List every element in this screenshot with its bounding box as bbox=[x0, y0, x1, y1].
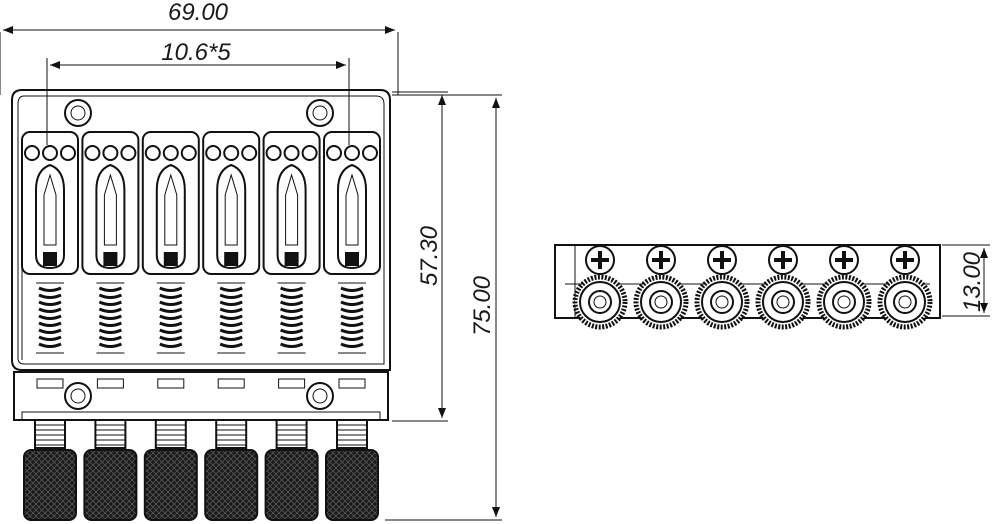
dim-string-spacing: 10.6*5 bbox=[46, 39, 350, 145]
dim-overall-height: 75.00 bbox=[385, 94, 502, 521]
dim-side-height: 13.00 bbox=[942, 244, 990, 317]
string-spacing-label: 10.6*5 bbox=[161, 39, 231, 66]
overall-width-label: 69.00 bbox=[168, 0, 229, 26]
dim-body-height: 57.30 bbox=[392, 91, 448, 422]
side-screw-5 bbox=[829, 245, 859, 275]
slot-2 bbox=[96, 378, 124, 389]
tuning-knob-2[interactable] bbox=[83, 419, 138, 521]
side-screw-2 bbox=[646, 245, 676, 275]
tuning-knob-1[interactable] bbox=[23, 419, 77, 521]
side-knob-4[interactable] bbox=[755, 274, 811, 330]
slot-6 bbox=[338, 378, 366, 389]
saddle-2 bbox=[81, 131, 140, 354]
overall-height-label: 75.00 bbox=[469, 275, 496, 336]
mount-hole-top-left bbox=[64, 99, 92, 127]
side-screw-6 bbox=[890, 245, 920, 275]
slot-1 bbox=[36, 378, 64, 389]
spring-2 bbox=[96, 282, 125, 354]
saddle-5 bbox=[262, 131, 321, 354]
body-height-label: 57.30 bbox=[416, 225, 443, 286]
side-knobs bbox=[572, 274, 933, 330]
lower-slots bbox=[36, 378, 366, 389]
saddle-6 bbox=[323, 131, 381, 354]
side-screw-1 bbox=[585, 245, 615, 275]
saddle-1 bbox=[21, 131, 79, 354]
side-knob-5[interactable] bbox=[816, 274, 872, 330]
saddle-3 bbox=[141, 131, 200, 354]
mount-hole-top-right bbox=[306, 99, 334, 127]
slot-5 bbox=[278, 378, 306, 389]
side-screw-3 bbox=[707, 245, 737, 275]
side-screw-4 bbox=[768, 245, 798, 275]
side-knob-6[interactable] bbox=[877, 274, 933, 330]
tuning-knob-4[interactable] bbox=[204, 419, 259, 521]
mount-hole-bottom-right bbox=[306, 382, 334, 410]
saddle-4 bbox=[202, 131, 261, 354]
side-screws bbox=[585, 245, 920, 275]
slot-4 bbox=[217, 378, 245, 389]
saddles bbox=[21, 131, 381, 354]
side-view bbox=[554, 244, 941, 330]
slot-3 bbox=[157, 378, 185, 389]
spring-6 bbox=[338, 282, 366, 354]
front-view bbox=[11, 89, 391, 521]
spring-3 bbox=[156, 282, 185, 354]
tuning-knob-3[interactable] bbox=[143, 419, 198, 521]
tuning-knob-5[interactable] bbox=[264, 419, 319, 521]
spring-1 bbox=[36, 282, 64, 354]
tuning-knobs bbox=[23, 419, 379, 521]
dim-overall-width: 69.00 bbox=[0, 0, 399, 95]
side-knob-1[interactable] bbox=[572, 274, 628, 330]
spring-5 bbox=[277, 282, 306, 354]
mount-hole-bottom-left bbox=[64, 382, 92, 410]
tuning-knob-6[interactable] bbox=[325, 419, 379, 521]
side-height-label: 13.00 bbox=[959, 251, 986, 312]
side-knob-2[interactable] bbox=[633, 274, 689, 330]
spring-4 bbox=[217, 282, 246, 354]
side-knob-3[interactable] bbox=[694, 274, 750, 330]
